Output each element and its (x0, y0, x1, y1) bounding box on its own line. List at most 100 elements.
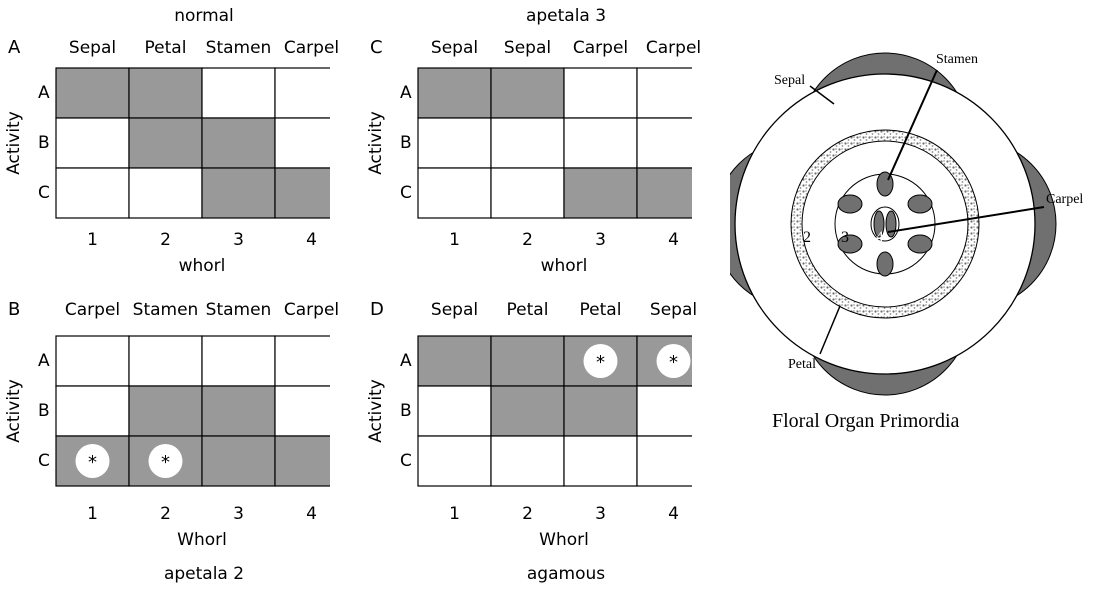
whorl-number: 3 (233, 230, 244, 250)
whorl-number: 2 (522, 230, 533, 250)
whorl-number: 3 (595, 230, 606, 250)
grid-cell-C-3 (201, 435, 276, 487)
grid-cell-B-4 (274, 117, 330, 169)
whorl-number: 3 (233, 504, 244, 524)
whorl-number: 3 (595, 504, 606, 524)
grid-cell-B-1 (417, 385, 492, 437)
panel-title: apetala 3 (525, 6, 607, 26)
floral-organ-diagram: Sepal Stamen Carpel Petal 1 2 3 4 (713, 10, 1100, 460)
whorl-number: 4 (668, 230, 679, 250)
grid-cell-B-4 (274, 385, 330, 437)
activity-row-label: B (400, 133, 412, 153)
y-axis-label: Activity (366, 379, 386, 443)
grid-cell-B-2 (490, 117, 565, 169)
grid-cell-C-4 (274, 435, 330, 487)
grid-cell-C-1 (417, 435, 492, 487)
grid-cell-C-3 (201, 167, 276, 219)
organ-label: Carpel (283, 38, 340, 58)
grid-cell-A-4 (274, 335, 330, 387)
activity-row-label: A (400, 351, 412, 371)
activity-row-label: B (38, 401, 50, 421)
y-axis-label: Activity (4, 111, 24, 175)
stamen-primordium (876, 251, 894, 277)
grid-cell-A-3 (201, 67, 276, 119)
stamen-leader (887, 69, 938, 181)
whorl-number-1: 1 (744, 229, 752, 246)
panel-title: normal (174, 6, 234, 26)
whorl-number: 1 (87, 504, 98, 524)
mutation-marker (148, 444, 183, 478)
whorl-number: 1 (449, 504, 460, 524)
grid-cell-A-4 (274, 67, 330, 119)
grid-cell-B-2 (490, 385, 565, 437)
carpel-primordium (885, 210, 897, 238)
petal-leader (819, 305, 841, 355)
organ-label: Sepal (430, 300, 479, 320)
whorl-number: 1 (87, 230, 98, 250)
x-axis-label: whorl (178, 256, 226, 276)
organ-label: Carpel (64, 300, 121, 320)
grid-cell-A-1 (55, 67, 130, 119)
organ-label: Carpel (645, 38, 702, 58)
organ-label: Sepal (503, 38, 552, 58)
whorl-number: 2 (522, 504, 533, 524)
activity-row-label: A (400, 83, 412, 103)
grid-cell-C-3 (563, 167, 638, 219)
mutation-marker (75, 444, 110, 478)
grid-cell-B-3 (563, 385, 638, 437)
whorl-number: 4 (306, 230, 317, 250)
activity-grid (417, 67, 692, 219)
grid-cell-A-1 (417, 67, 492, 119)
grid-cell-A-3 (563, 67, 638, 119)
grid-cell-B-1 (55, 385, 130, 437)
stamen-primordium (837, 234, 863, 254)
x-axis-label: Whorl (177, 530, 227, 550)
organ-label: Carpel (572, 38, 629, 58)
label-carpel: Carpel (1046, 192, 1083, 207)
panel-title: agamous (526, 564, 606, 584)
organ-label: Petal (144, 38, 187, 58)
mutation-star: * (596, 352, 605, 373)
sepal-leader (809, 85, 835, 105)
activity-row-label: A (38, 351, 50, 371)
label-petal: Petal (788, 357, 816, 372)
activity-grid: ** (55, 335, 330, 487)
grid-cell-C-1 (55, 167, 130, 219)
grid-cell-C-4 (636, 167, 692, 219)
organ-label: Carpel (283, 300, 340, 320)
flower-caption: Floral Organ Primordia (772, 410, 960, 432)
grid-cell-A-1 (417, 335, 492, 387)
panel-letter: B (8, 299, 21, 320)
mutation-marker (583, 344, 618, 378)
activity-row-label: C (400, 451, 412, 471)
grid-cell-A-4 (636, 67, 692, 119)
whorl-number: 1 (449, 230, 460, 250)
organ-label: Sepal (649, 300, 698, 320)
grid-cell-B-1 (417, 117, 492, 169)
grid-cell-A-2 (490, 67, 565, 119)
panel-letter: A (8, 37, 21, 58)
label-sepal: Sepal (774, 73, 805, 88)
whorl-number: 4 (668, 504, 679, 524)
whorl-number: 2 (160, 230, 171, 250)
activity-row-label: B (38, 133, 50, 153)
activity-row-label: A (38, 83, 50, 103)
mutation-star: * (88, 452, 97, 473)
grid-cell-B-3 (201, 385, 276, 437)
organ-label: Petal (506, 300, 549, 320)
grid-cell-B-4 (636, 385, 692, 437)
floral-organ-svg: Sepal Stamen Carpel Petal 1 2 3 4 (713, 52, 1083, 396)
activity-row-label: C (38, 183, 50, 203)
whorl-number: 2 (160, 504, 171, 524)
panel-title: apetala 2 (163, 564, 245, 584)
stamen-primordium (837, 194, 863, 214)
whorl-number-4: 4 (876, 229, 884, 245)
activity-row-label: C (38, 451, 50, 471)
y-axis-label: Activity (366, 111, 386, 175)
grid-cell-C-2 (490, 167, 565, 219)
stamen-primordium (907, 234, 933, 254)
